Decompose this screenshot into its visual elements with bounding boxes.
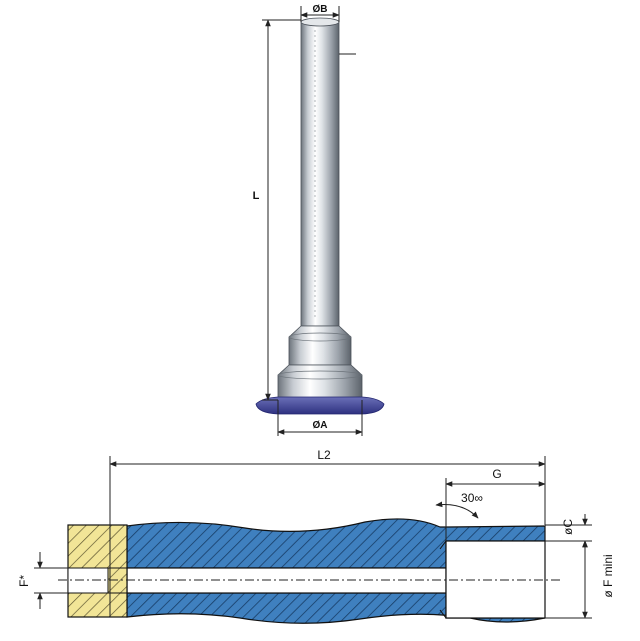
- dimension-angle: 30∞: [435, 491, 483, 519]
- label-length-g: G: [492, 467, 501, 481]
- label-length-l: L: [253, 190, 260, 202]
- label-dia-a: ØA: [313, 420, 328, 431]
- label-dia-b: ØB: [313, 4, 328, 15]
- tip-plug-bore: [67, 567, 109, 594]
- label-dia-f-mini: ø F mini: [601, 554, 615, 597]
- dimension-f-star: F*: [17, 552, 68, 609]
- thermowell-stem: [300, 21, 340, 327]
- label-dia-c: øC: [561, 519, 575, 535]
- dimension-l: L: [253, 19, 301, 401]
- label-angle: 30∞: [461, 491, 483, 505]
- dimension-l2: L2: [109, 448, 546, 617]
- dimension-a: ØA: [277, 400, 363, 436]
- label-length-l2: L2: [317, 448, 331, 462]
- thermowell-base: [277, 364, 363, 399]
- thermowell-3d-view: [255, 17, 385, 415]
- label-f-star: F*: [17, 575, 31, 587]
- dimension-b: ØB: [300, 4, 340, 22]
- upper-wall-hatch: [126, 518, 546, 569]
- cross-section-view: [58, 518, 560, 624]
- dimension-f-mini: ø F mini: [545, 540, 615, 619]
- lower-wall-hatch: [126, 592, 546, 624]
- thermowell-shoulder: [288, 325, 352, 366]
- stem-top-face: [300, 17, 340, 27]
